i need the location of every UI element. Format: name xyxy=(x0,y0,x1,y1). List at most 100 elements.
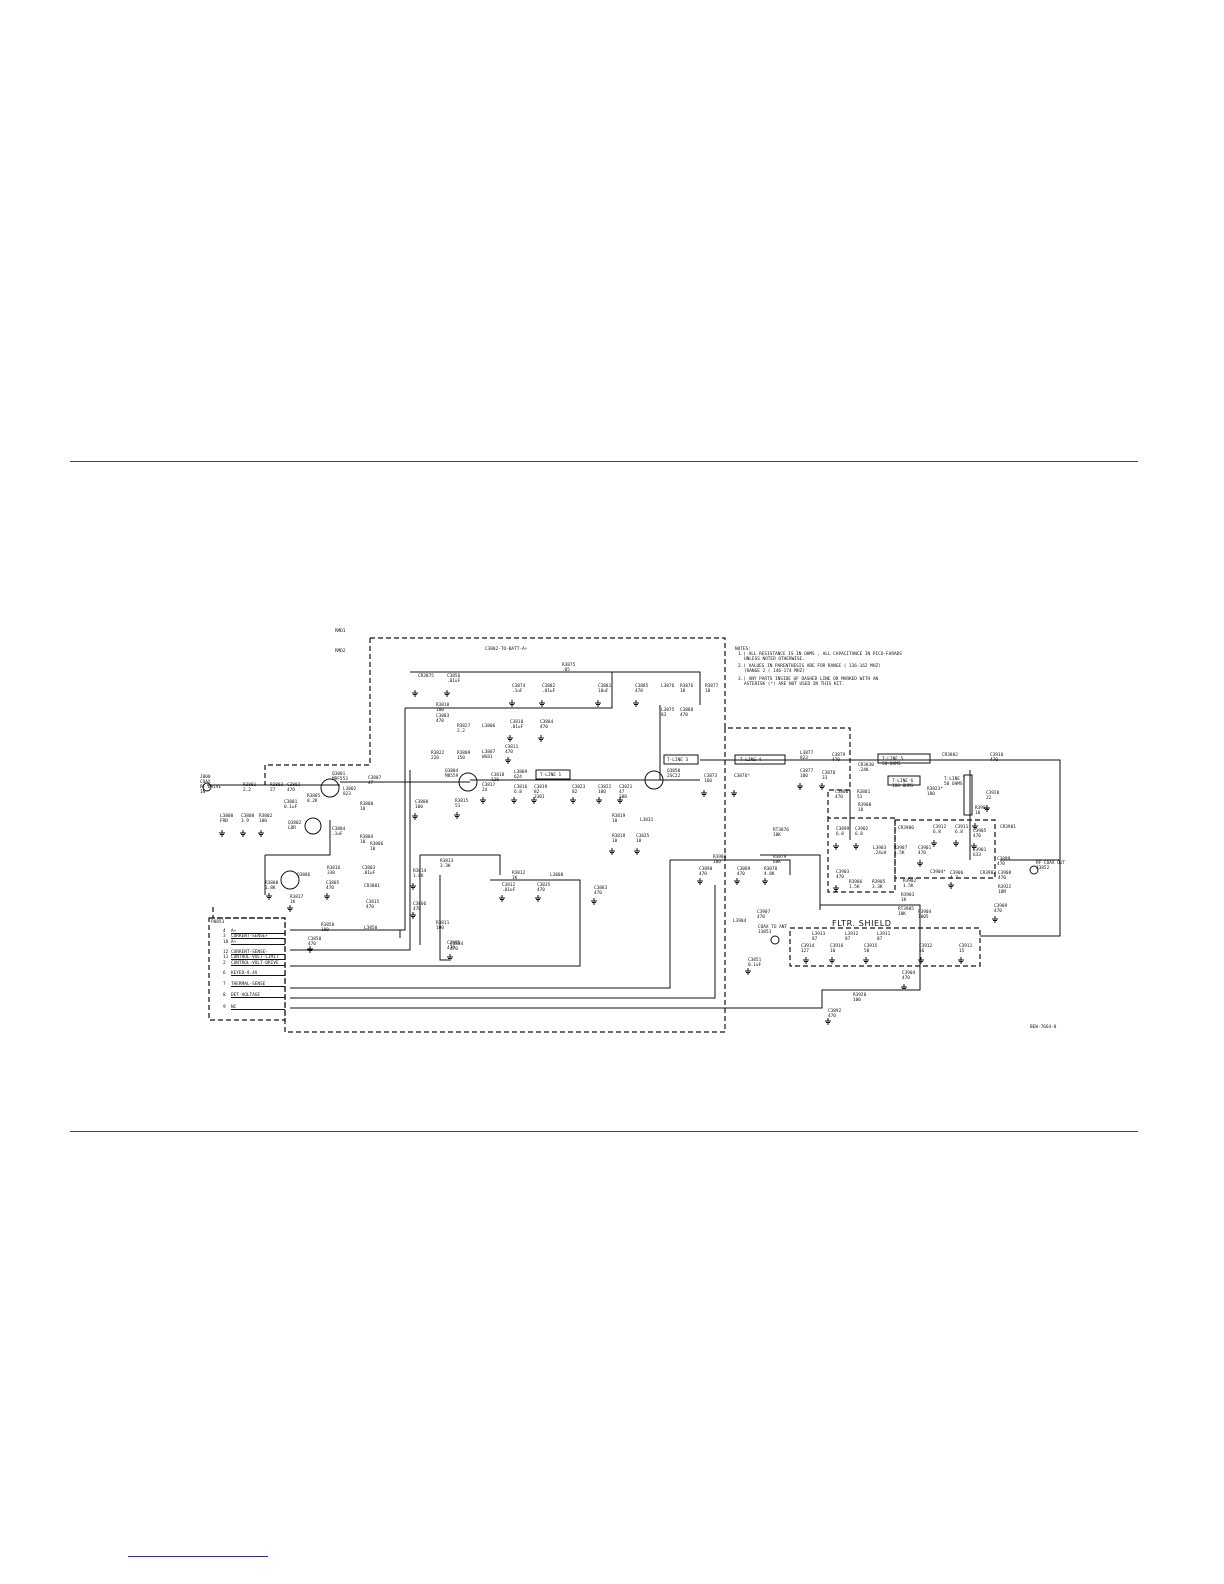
ground-symbol xyxy=(762,878,768,885)
connector-pin-number: 9 xyxy=(223,1004,226,1010)
ground-symbol xyxy=(324,893,330,900)
connector-pin-label: KEYED-9.4V xyxy=(231,970,258,976)
ground-symbol xyxy=(591,898,597,905)
ground-symbol xyxy=(410,912,416,919)
component-label-l3806: L3806 xyxy=(482,723,496,729)
ground-symbol xyxy=(535,895,541,902)
dashed-boundary xyxy=(212,637,896,1033)
ground-symbol xyxy=(819,783,825,790)
component-label-tline1: T-LINE 1 xyxy=(540,772,562,778)
component-label-c3882: C3882.01uF xyxy=(542,683,556,694)
ground-symbol xyxy=(596,797,602,804)
component-label-c3875: CR3875 xyxy=(418,673,434,679)
ground-symbol xyxy=(266,893,272,900)
connector-pin-number: 6 xyxy=(223,970,226,976)
notes-block: NOTES: 1.) ALL RESISTANCE IS IN OHMS , A… xyxy=(735,646,902,687)
note-line-1: 1.) ALL RESISTANCE IS IN OHMS , ALL CAPA… xyxy=(738,651,902,657)
component-label-r3823: R3823*100 xyxy=(927,786,943,797)
component-label-c3876: C3876* xyxy=(734,773,750,779)
ground-symbol xyxy=(917,860,923,867)
footer-link-underline[interactable] xyxy=(128,1556,268,1557)
connector-pin-label: THERMAL-SENSE xyxy=(231,981,266,987)
ground-symbol xyxy=(507,735,513,742)
component-label-cr3902: CR3902 xyxy=(980,870,996,876)
component-label-c3904s: C3904* xyxy=(930,869,946,875)
connector-pin-label: CURRENT-SENSE+ xyxy=(231,933,268,939)
ground-symbol xyxy=(972,823,978,830)
ground-symbol xyxy=(803,957,809,964)
ground-symbol xyxy=(797,783,803,790)
ground-symbol xyxy=(595,700,601,707)
connector-pin-label: A+ xyxy=(231,939,237,945)
connector-pin-number: 11 xyxy=(223,954,229,960)
ground-symbol xyxy=(609,848,615,855)
connector-pin-number: 3 xyxy=(223,933,226,939)
component-label-l3903: L3903.24uH xyxy=(873,845,887,856)
component-label-cr3801: CR3801 xyxy=(364,883,380,889)
connector-pin-number: 8 xyxy=(223,992,226,998)
ground-symbol xyxy=(833,885,839,892)
ground-symbol xyxy=(992,916,998,923)
batt-label: C3802-TO-BATT-A+ xyxy=(485,646,528,652)
ground-symbol xyxy=(701,790,707,797)
connector-pin-label: A+ xyxy=(231,928,237,934)
component-label-tline3: T-LINE 3 xyxy=(667,757,689,763)
component-label-cr3900: CR3900 xyxy=(898,825,914,831)
component-label-cr3802: CR3802 xyxy=(942,752,958,758)
connector-box xyxy=(208,917,286,1021)
fltr-shield-outline xyxy=(789,927,981,967)
ground-symbol xyxy=(833,843,839,850)
ground-symbol xyxy=(697,878,703,885)
connector-name: P0853 xyxy=(211,919,225,925)
ground-symbol xyxy=(287,905,293,912)
component-label-c3812: C3812.01uF xyxy=(502,882,516,893)
ground-symbol xyxy=(971,843,977,850)
note-line-4: (RANGE 2 ( 146-174 MHZ) xyxy=(744,668,805,674)
coax-symbols xyxy=(202,782,1039,945)
